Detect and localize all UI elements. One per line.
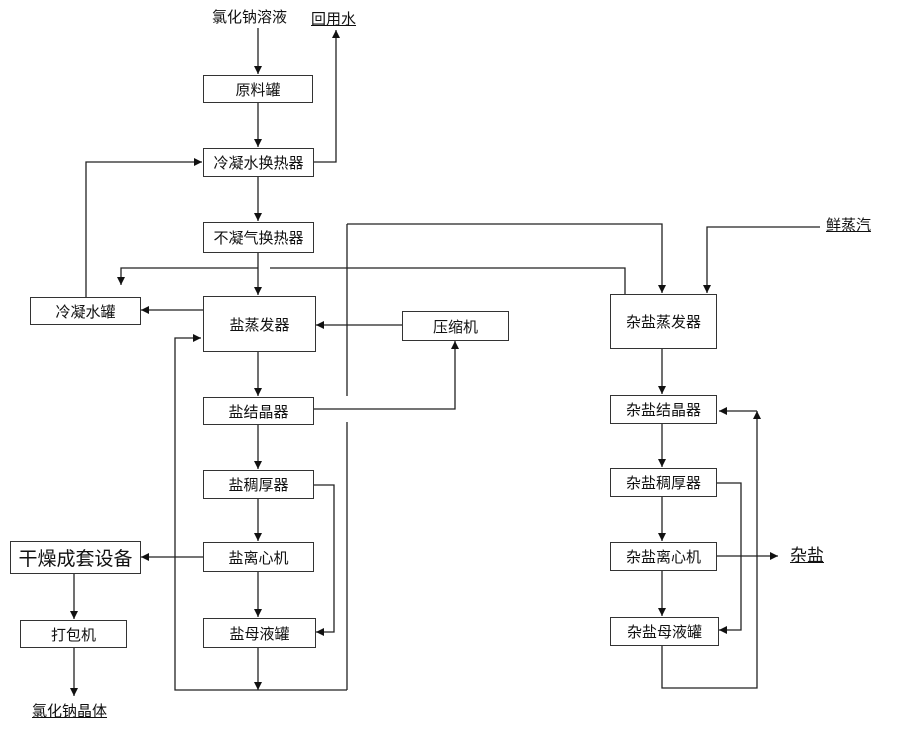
mixed-salt-label: 杂盐 (790, 546, 824, 566)
packer-box[interactable]: 打包机 (20, 620, 127, 648)
flow-mother-loop-to-evaporator (174, 334, 347, 691)
condensate-hx-box[interactable]: 冷凝水换热器 (203, 148, 314, 177)
flow-thickener-to-mother-tank (314, 484, 335, 636)
mixed-evaporator-box[interactable]: 杂盐蒸发器 (610, 294, 717, 349)
flow-mixed-mother-loop (661, 411, 761, 689)
salt-centrifuge-box[interactable]: 盐离心机 (203, 542, 314, 572)
compressor-box[interactable]: 压缩机 (402, 311, 509, 341)
dryer-box[interactable]: 干燥成套设备 (10, 541, 141, 574)
salt-evaporator-box[interactable]: 盐蒸发器 (203, 296, 316, 352)
salt-thickener-box[interactable]: 盐稠厚器 (203, 470, 314, 499)
nacl-solution-label: 氯化钠溶液 (212, 8, 288, 26)
reuse-water-label: 回用水 (311, 10, 357, 28)
nacl-crystal-label: 氯化钠晶体 (32, 702, 108, 720)
mixed-crystallizer-box[interactable]: 杂盐结晶器 (610, 395, 717, 424)
flow-fresh-steam (703, 226, 820, 293)
fresh-steam-label: 鲜蒸汽 (826, 216, 872, 234)
flow-crystallizer-to-compressor (314, 341, 459, 410)
noncond-hx-box[interactable]: 不凝气换热器 (203, 222, 314, 253)
flow-mixed-evaporator-vapor (270, 267, 626, 294)
flow-riser-to-mixed-evaporator (347, 223, 666, 293)
mixed-mother-tank-box[interactable]: 杂盐母液罐 (610, 617, 719, 646)
mixed-thickener-box[interactable]: 杂盐稠厚器 (610, 468, 717, 497)
mixed-centrifuge-box[interactable]: 杂盐离心机 (610, 542, 717, 571)
flow-hx-to-reuse-water (314, 30, 340, 163)
condensate-tank-box[interactable]: 冷凝水罐 (30, 297, 141, 325)
flow-condensate-tank-to-hx (85, 158, 202, 297)
raw-tank-box[interactable]: 原料罐 (203, 75, 313, 103)
flow-vapor-to-condensate-tank (117, 267, 258, 285)
salt-crystallizer-box[interactable]: 盐结晶器 (203, 397, 314, 425)
salt-mother-tank-box[interactable]: 盐母液罐 (203, 618, 316, 648)
